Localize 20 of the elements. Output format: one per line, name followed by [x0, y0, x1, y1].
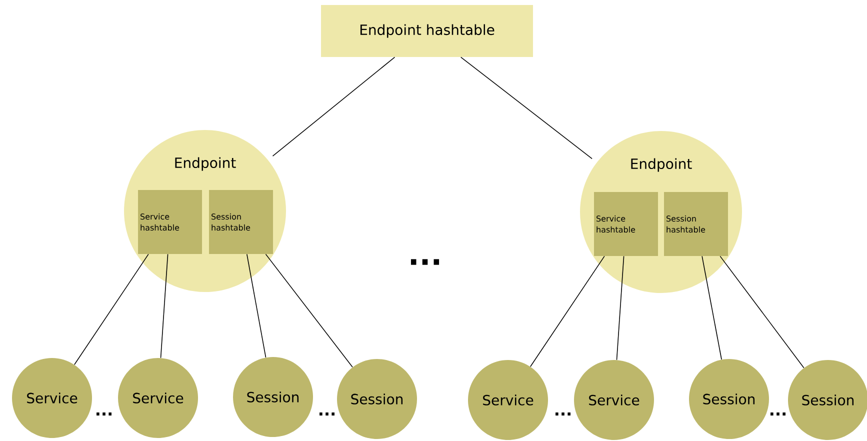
- table-box: Session hashtable: [664, 192, 728, 256]
- connector-line: [720, 256, 804, 368]
- connector-line: [530, 256, 605, 367]
- connector-line: [265, 254, 353, 368]
- connector-line: [272, 56, 396, 156]
- connector-line: [74, 254, 149, 365]
- table-box: Service hashtable: [138, 190, 202, 254]
- connector-line: [616, 256, 624, 360]
- ellipsis: ...: [770, 412, 786, 416]
- connector-line: [702, 256, 722, 360]
- ellipsis: ...: [320, 412, 334, 416]
- connector-line: [246, 254, 266, 358]
- table-box: Endpoint hashtable: [321, 5, 533, 57]
- ellipsis: ...: [96, 412, 112, 416]
- connector-line: [160, 254, 168, 358]
- ellipsis: ...: [556, 412, 570, 416]
- table-box: Session hashtable: [209, 190, 273, 254]
- connector-line: [460, 56, 592, 160]
- table-box: Service hashtable: [594, 192, 658, 256]
- ellipsis: ...: [410, 259, 440, 265]
